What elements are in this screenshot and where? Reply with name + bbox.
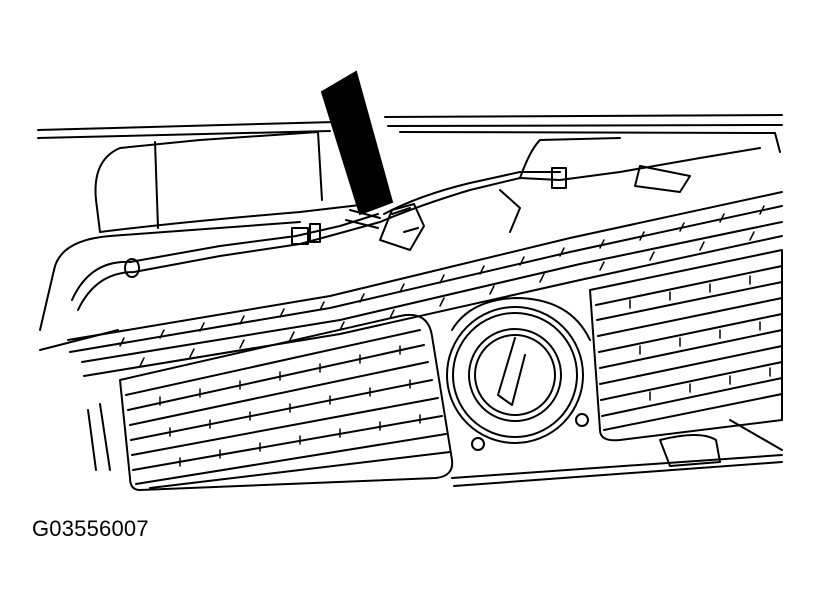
left-grille <box>87 314 454 491</box>
sensor-connector <box>345 189 521 251</box>
upper-panel <box>67 191 783 377</box>
pointer-arrow <box>320 70 394 216</box>
round-gauge <box>446 297 591 451</box>
upper-body-edges <box>37 114 783 153</box>
right-grille <box>589 249 783 467</box>
figure-code: G03556007 <box>32 516 149 541</box>
lower-panel <box>451 454 783 487</box>
